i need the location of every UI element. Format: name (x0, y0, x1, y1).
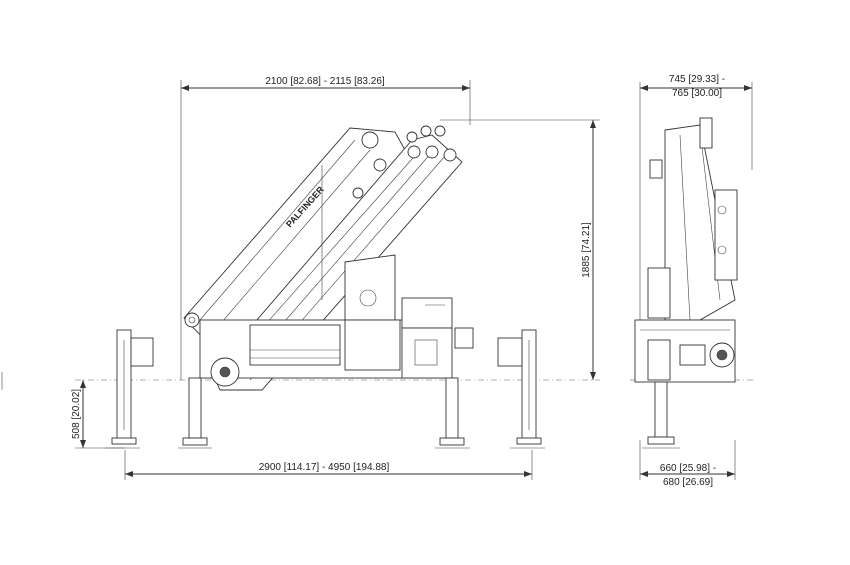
side-width-label: 2100 [82.68] - 2115 [83.26] (265, 76, 385, 87)
outrigger-left (105, 329, 154, 449)
end-view-leg (654, 381, 668, 438)
dimension-side-width: 2100 [82.68] - 2115 [83.26] (180, 76, 471, 380)
dimension-end-width-bottom: 660 [25.98] - 680 [26.69] (639, 440, 736, 488)
outrigger-span-label: 2900 [114.17] - 4950 [194.88] (259, 462, 390, 473)
stabilizer-leg-inner-right (435, 377, 470, 449)
height-label: 1885 [74.21] (581, 222, 592, 278)
crane-side-view: PALFINGER (105, 125, 545, 449)
stabilizer-leg-inner-left (178, 377, 212, 449)
end-width-top-line1: 745 [29.33] - (669, 74, 725, 85)
outrigger-height-label: 508 [20.02] (71, 389, 82, 439)
end-width-bottom-line2: 680 [26.69] (663, 477, 713, 488)
end-width-bottom-line1: 660 [25.98] - (660, 463, 716, 474)
end-width-top-line2: 765 [30.00] (672, 88, 722, 99)
dimension-outrigger-span: 2900 [114.17] - 4950 [194.88] (124, 450, 533, 480)
outrigger-right (497, 329, 545, 449)
dimension-height: 1885 [74.21] (440, 119, 600, 380)
crane-base (199, 297, 474, 387)
dimension-outrigger-height: 508 [20.02] (71, 380, 125, 449)
crane-end-view (634, 117, 738, 449)
